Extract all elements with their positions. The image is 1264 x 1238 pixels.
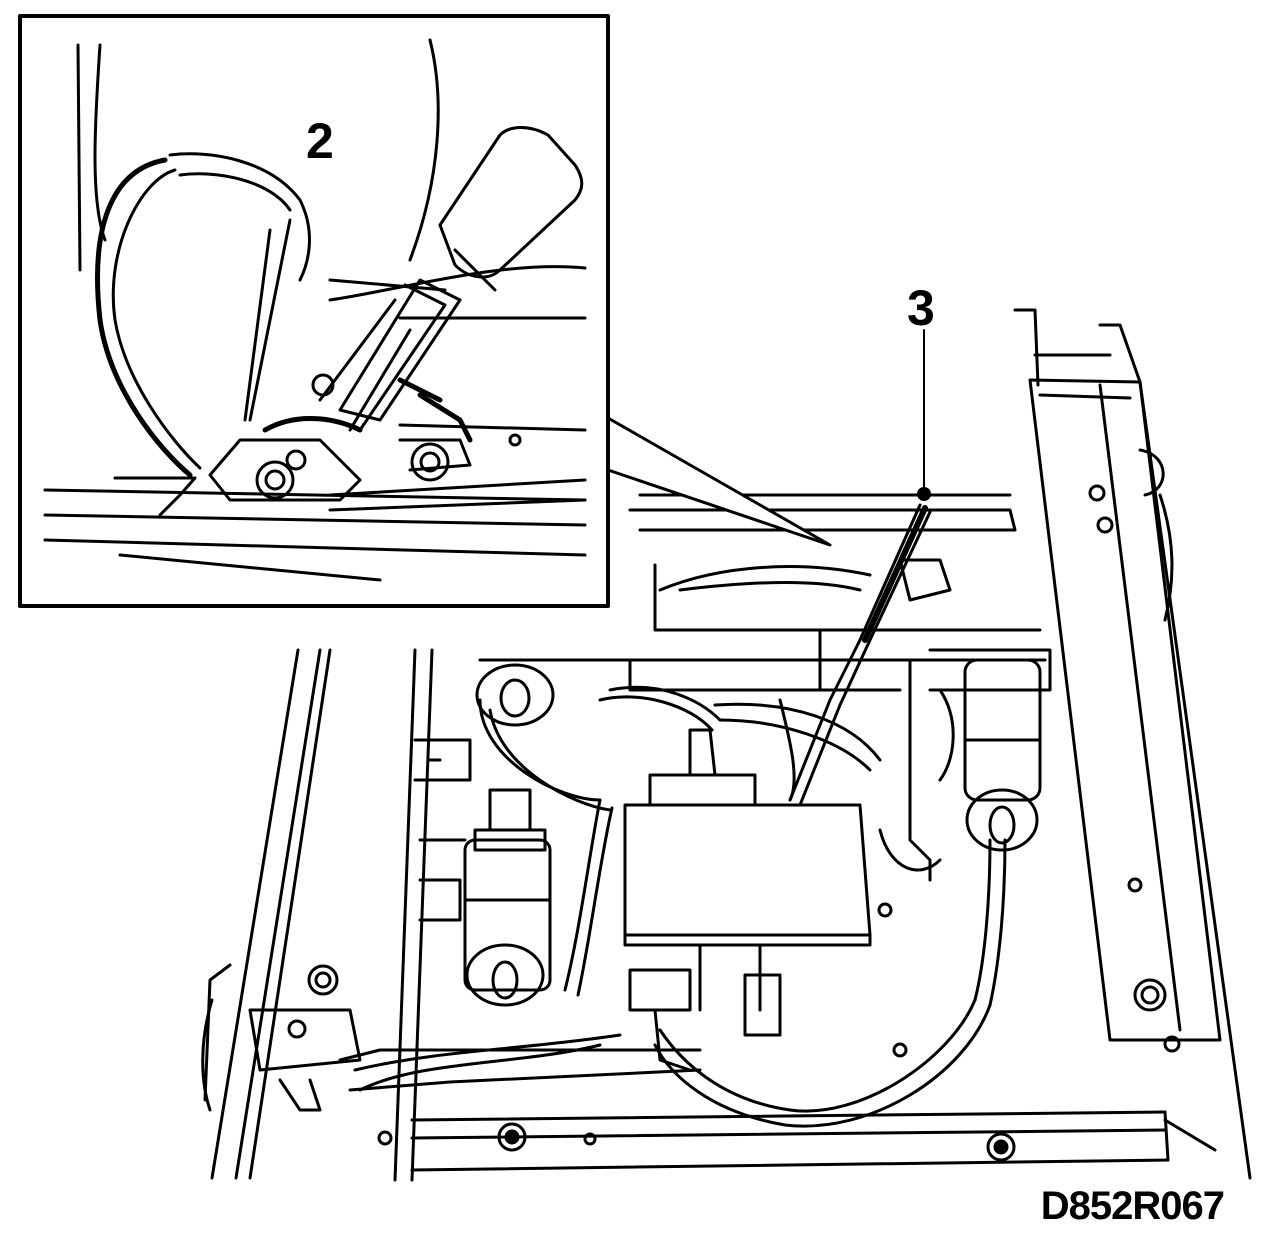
control-unit	[625, 730, 870, 1070]
drawing-reference-code: D852R067	[1040, 1184, 1225, 1228]
bolt-holes	[289, 486, 1179, 1160]
callout-label-3: 3	[907, 280, 935, 336]
right-motor	[910, 650, 1050, 880]
detail-inset	[20, 16, 608, 606]
detail-pointer	[608, 418, 830, 545]
left-motor	[420, 790, 550, 1005]
callout-label-2: 2	[306, 113, 334, 169]
cables	[355, 687, 1005, 1126]
buckle-rod	[790, 505, 950, 805]
upper-left-knob	[415, 665, 553, 780]
seat-frame	[203, 310, 1250, 1180]
